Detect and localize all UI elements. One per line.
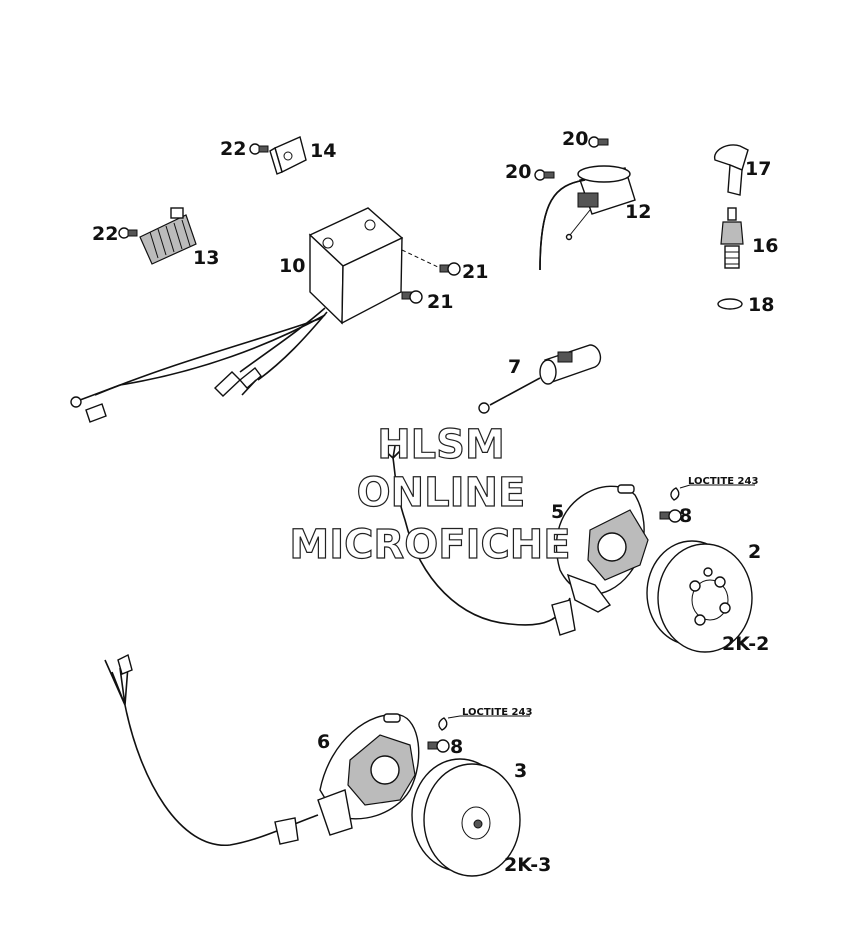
part-6-stator[interactable]	[104, 653, 420, 846]
part-10-cdi-unit[interactable]	[70, 207, 404, 423]
label-17: 17	[745, 158, 771, 180]
part-16-spark-plug[interactable]	[720, 207, 744, 269]
label-2: 2	[748, 541, 761, 563]
watermark-line-3: MICROFICHE	[289, 522, 570, 568]
part-13-regulator[interactable]	[139, 207, 197, 265]
label-16: 16	[752, 235, 778, 257]
label-21-upper: 21	[462, 261, 488, 283]
part-14-bracket[interactable]	[269, 136, 307, 175]
label-22-lower: 22	[92, 223, 118, 245]
watermark-line-1: HLSM	[377, 422, 505, 468]
label-6: 6	[317, 731, 330, 753]
part-12-ignition-coil[interactable]	[539, 165, 636, 271]
part-5-stator[interactable]	[381, 445, 649, 636]
watermark-line-2: ONLINE	[357, 470, 526, 516]
label-12: 12	[625, 201, 651, 223]
label-2k-3: 2K-3	[504, 854, 551, 876]
part-20-screw-upper[interactable]	[588, 136, 609, 148]
label-10: 10	[279, 255, 305, 277]
label-20-lower: 20	[505, 161, 531, 183]
label-3: 3	[514, 760, 527, 782]
label-2k-2: 2K-2	[722, 633, 769, 655]
label-22-upper: 22	[220, 138, 246, 160]
part-8-screw-lower[interactable]	[427, 715, 530, 753]
part-7-suppressor[interactable]	[478, 344, 602, 414]
label-7: 7	[508, 356, 521, 378]
label-18: 18	[748, 294, 774, 316]
part-2-flywheel[interactable]	[646, 540, 753, 653]
label-8-upper: 8	[679, 505, 692, 527]
label-8-lower: 8	[450, 736, 463, 758]
part-17-spark-plug-cap[interactable]	[714, 144, 749, 196]
loctite-note-upper: LOCTITE 243	[688, 476, 758, 487]
part-20-screw-lower[interactable]	[534, 169, 555, 181]
part-22-screw-lower[interactable]	[118, 227, 138, 239]
label-21-lower: 21	[427, 291, 453, 313]
label-13: 13	[193, 247, 219, 269]
loctite-note-lower: LOCTITE 243	[462, 707, 532, 718]
part-3-flywheel[interactable]	[411, 758, 521, 877]
part-21-screw-lower[interactable]	[401, 290, 423, 304]
part-21-screw-upper[interactable]	[401, 249, 461, 276]
label-14: 14	[310, 140, 336, 162]
part-22-screw-upper[interactable]	[249, 143, 269, 155]
part-8-screw-upper[interactable]	[659, 484, 755, 523]
part-18-o-ring[interactable]	[717, 298, 743, 310]
label-20-upper: 20	[562, 128, 588, 150]
label-5: 5	[551, 501, 564, 523]
